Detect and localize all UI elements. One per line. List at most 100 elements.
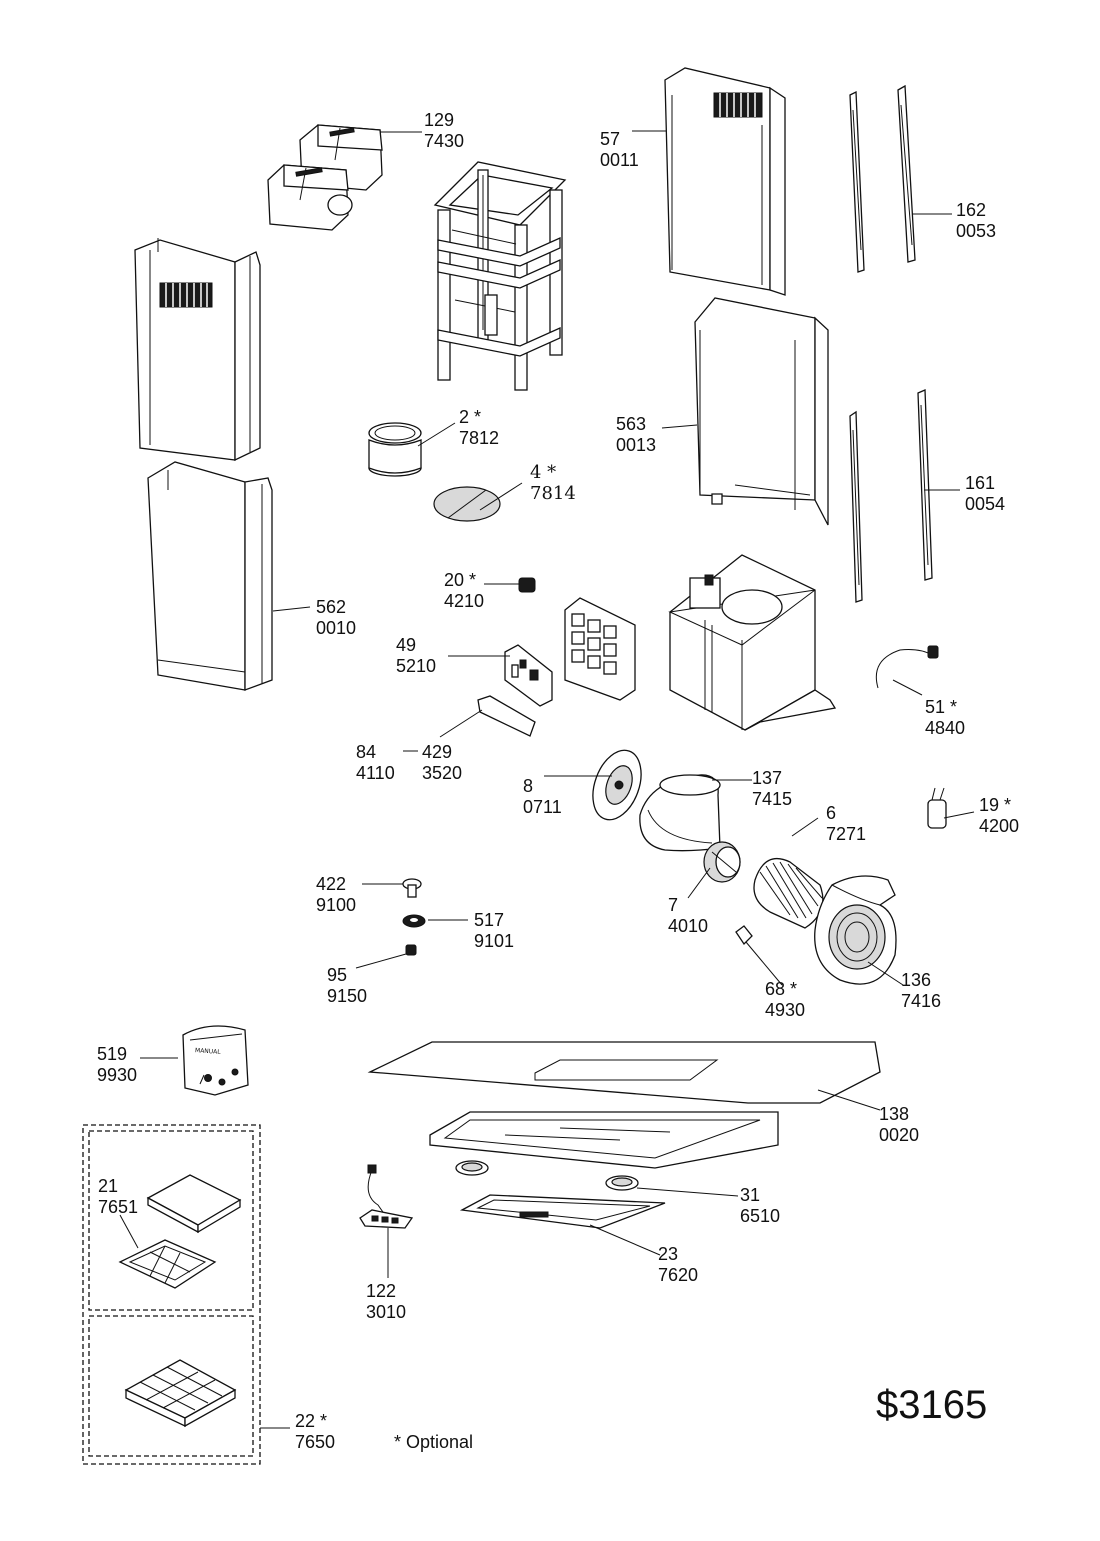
ref-number: 562 — [316, 597, 347, 617]
ref-number: 21 — [98, 1176, 119, 1196]
ref-number: 137 — [752, 768, 783, 788]
part-code: 9150 — [327, 986, 368, 1006]
ref-number: 519 — [97, 1044, 128, 1064]
ref-number: 49 — [396, 635, 417, 655]
callout-p19: 19 *4200 — [979, 795, 1019, 837]
power-cable-drawing — [875, 645, 939, 689]
filter-frame-drawing — [118, 1239, 217, 1289]
part-code: 7812 — [459, 428, 500, 448]
model-price: $3165 — [876, 1383, 988, 1427]
part-code: 4110 — [356, 763, 395, 783]
scroll-housing-drawing — [814, 875, 897, 985]
lower-frame-drawing — [459, 1194, 666, 1229]
grease-grille-drawing — [564, 597, 636, 701]
callout-p68: 68 *4930 — [765, 979, 805, 1021]
ref-number: 57 — [600, 129, 621, 149]
part-code: 5210 — [396, 656, 437, 676]
part-code: 0711 — [523, 797, 562, 817]
part-code: 7814 — [530, 483, 576, 504]
left-lower-chimney-drawing — [147, 461, 273, 691]
part-code: 3010 — [366, 1302, 407, 1322]
part-code: 3520 — [422, 763, 463, 783]
board-cover-drawing — [477, 695, 536, 737]
left-upper-chimney-drawing — [134, 238, 261, 462]
part-code: 4200 — [979, 816, 1020, 836]
hood-body-drawing — [429, 1111, 779, 1169]
part-code: 0010 — [316, 618, 357, 638]
part-code: 7271 — [826, 824, 867, 844]
filter-kit-box — [82, 1124, 261, 1465]
switch-harness-drawing — [359, 1164, 414, 1229]
part-code: 4840 — [925, 718, 966, 738]
ref-number: 422 — [316, 874, 347, 894]
part-code: 7415 — [752, 789, 793, 809]
ref-number: 23 — [658, 1244, 679, 1264]
part-code: 7620 — [658, 1265, 699, 1285]
filter-grid-drawing — [124, 1359, 237, 1428]
optional-note: * Optional — [394, 1432, 474, 1452]
connector-drawing — [518, 577, 536, 593]
ref-number: 563 — [616, 414, 647, 434]
part-code: 4930 — [765, 1000, 806, 1020]
duct-ring-drawing — [368, 422, 422, 477]
part-code: 0013 — [616, 435, 657, 455]
motor-housing-drawing — [668, 554, 837, 731]
part-code: 7650 — [295, 1432, 336, 1452]
ref-number: 31 — [740, 1185, 761, 1205]
ref-number: 517 — [474, 910, 505, 930]
ref-number: 84 — [356, 742, 377, 762]
part-code: 0053 — [956, 221, 997, 241]
control-board-drawing — [504, 644, 553, 707]
ref-number: 122 — [366, 1281, 397, 1301]
duct-connector-drawing — [267, 124, 383, 231]
ref-number: 22 * — [295, 1411, 328, 1431]
callout-p2: 2 *7812 — [459, 407, 499, 449]
part-code: 0054 — [965, 494, 1006, 514]
part-code: 4010 — [668, 916, 709, 936]
part-code: 9930 — [97, 1065, 138, 1085]
part-code: 7416 — [901, 991, 942, 1011]
ref-number: 95 — [327, 965, 348, 985]
ref-number: 8 — [523, 776, 534, 796]
ref-number: 19 * — [979, 795, 1012, 815]
ref-number: 68 * — [765, 979, 798, 999]
ref-number: 136 — [901, 970, 932, 990]
rear-upper-chimney-drawing — [664, 67, 786, 296]
upper-rails-drawing — [849, 84, 916, 273]
capacitor-drawing — [927, 787, 947, 829]
callout-p4: 4 *7814 — [530, 462, 576, 504]
rear-lower-chimney-drawing — [694, 297, 829, 526]
motor-plate-drawing — [592, 749, 642, 821]
support-frame-drawing — [433, 161, 567, 391]
part-code: 0020 — [879, 1125, 920, 1145]
blower-wheel-drawing — [753, 857, 824, 929]
motor-drawing — [703, 841, 741, 883]
ref-number: 161 — [965, 473, 996, 493]
part-code: 7651 — [98, 1197, 139, 1217]
ref-number: 138 — [879, 1104, 910, 1124]
part-code: 0011 — [600, 150, 639, 170]
ref-number: 20 * — [444, 570, 477, 590]
ref-number: 6 — [826, 803, 837, 823]
part-code: 9101 — [474, 931, 515, 951]
charcoal-filter-drawing — [146, 1174, 242, 1234]
